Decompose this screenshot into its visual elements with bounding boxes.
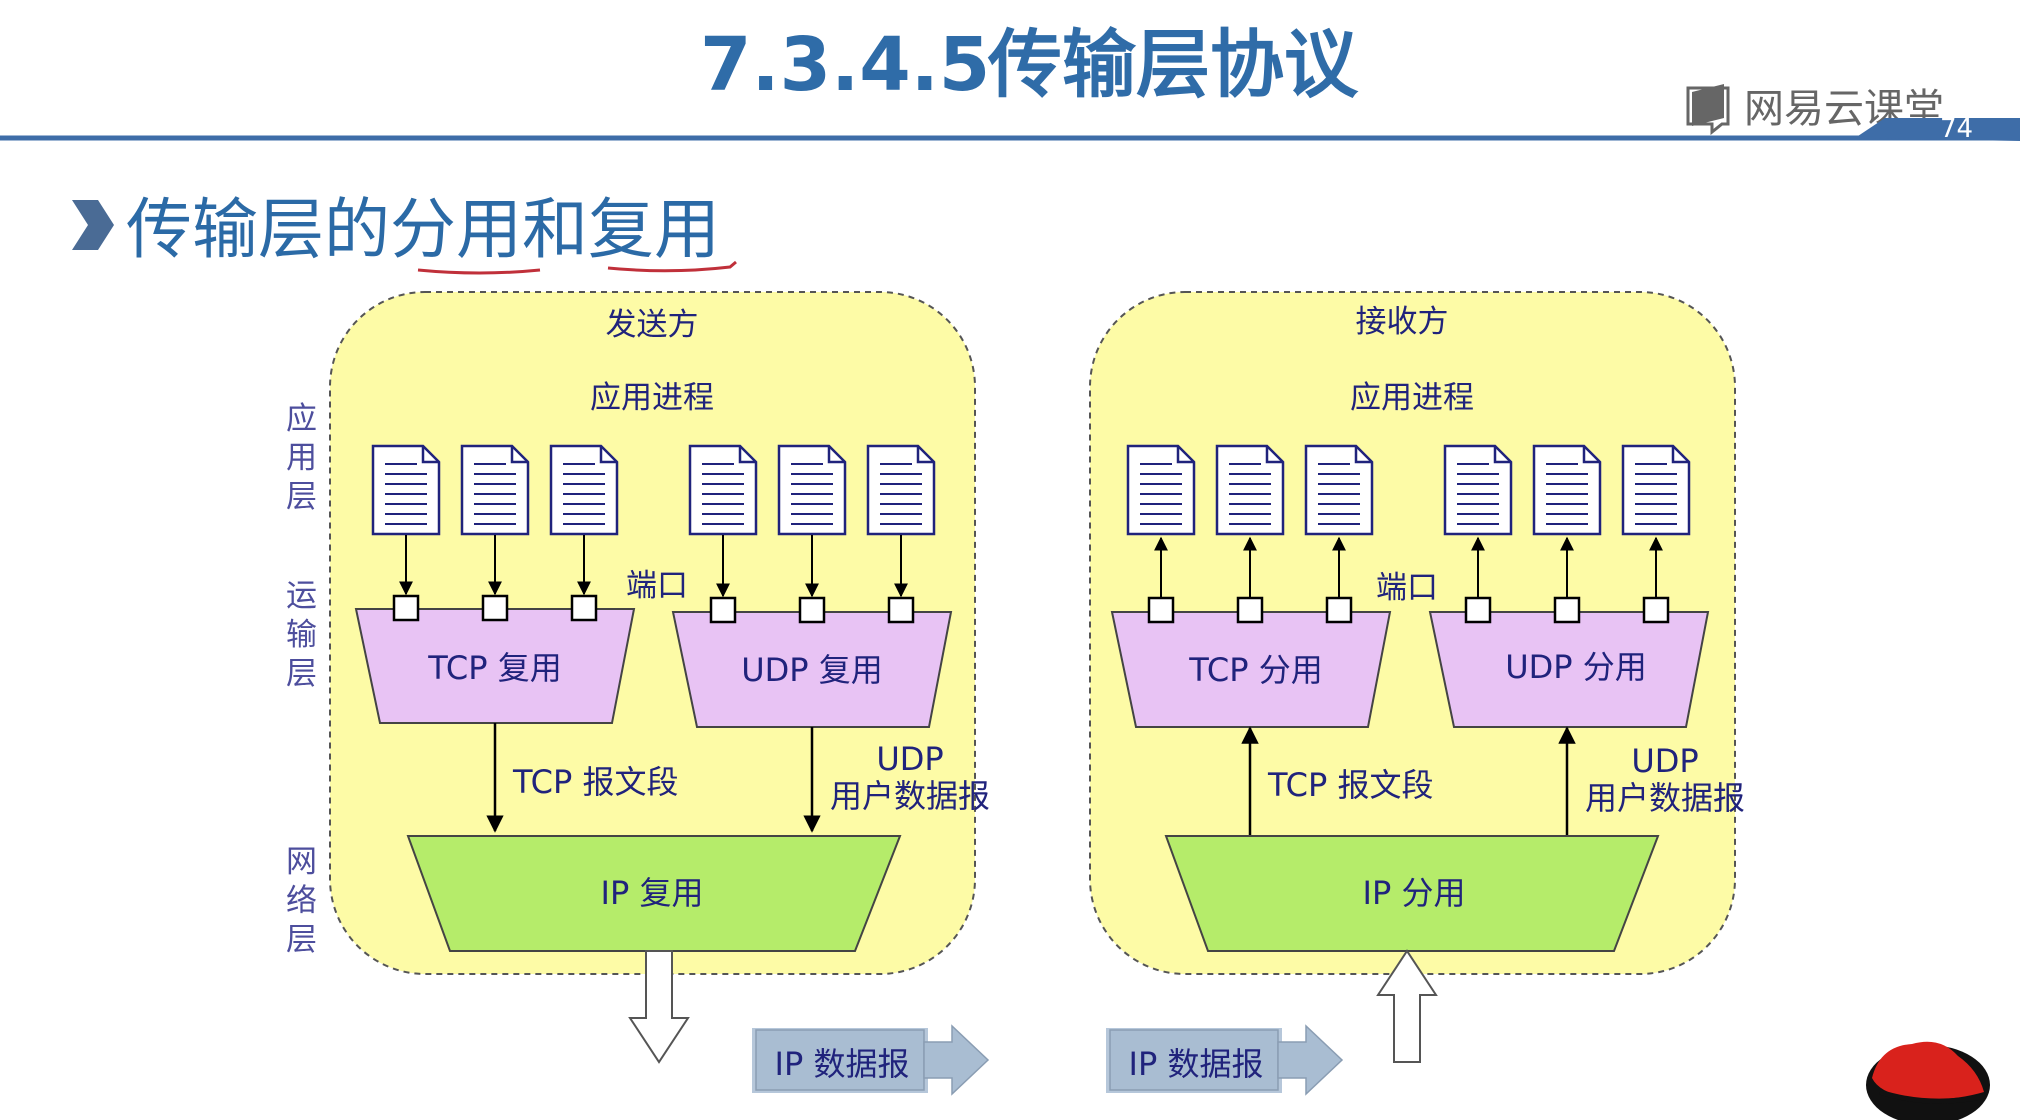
receiver-ip-demux-box: [1164, 835, 1660, 952]
svg-text:应用层: 应用层: [280, 402, 317, 519]
receiver-incoming-arrow-icon: [1376, 949, 1438, 1063]
datagram-block: [755, 1029, 925, 1091]
receiver-process-doc-icon: [1443, 444, 1513, 536]
sender-udp-mux-label: UDP 复用: [741, 651, 883, 689]
sender-tcp-segment-label: TCP 报文段: [512, 763, 679, 801]
receiver-title: 接收方: [1356, 304, 1449, 340]
receiver-udp-demux-box: [1428, 611, 1710, 728]
port-square: [798, 596, 826, 624]
sender-user-datagram-label: 用户数据报: [830, 777, 990, 815]
red-hat-logo: [1866, 1041, 1990, 1120]
port-square: [481, 594, 509, 622]
sender-process-doc-icon: [460, 444, 530, 536]
port-square: [887, 596, 915, 624]
port-square: [1236, 596, 1264, 624]
sender-process-doc-icon: [777, 444, 847, 536]
sender-app-process-label: 应用进程: [590, 380, 714, 416]
svg-text:运输层: 运输层: [280, 579, 317, 696]
receiver-process-arrows: [1154, 536, 1663, 598]
port-square: [392, 594, 420, 622]
subtitle: 传输层的分用和复用: [126, 191, 720, 268]
receiver-process-doc-icon: [1532, 444, 1602, 536]
sender-ports: [392, 594, 915, 624]
datagram-direction-arrow-icon: [923, 1024, 990, 1096]
sender-process-doc-icon: [866, 444, 936, 536]
underline-annotation: [417, 268, 541, 275]
receiver-udp-label: UDP: [1631, 742, 1698, 780]
receiver-ip-demux-label: IP 分用: [1363, 874, 1466, 912]
receiver-udp-demux-label: UDP 分用: [1505, 648, 1647, 686]
underline-annotation: [607, 260, 737, 273]
port-square: [1553, 596, 1581, 624]
sender-udp-mux-box: [671, 611, 953, 728]
page-number-tab: [1855, 118, 2020, 141]
port-square: [1464, 596, 1492, 624]
receiver-user-datagram-label: 用户数据报: [1585, 779, 1745, 817]
sender-process-arrows: [399, 535, 908, 598]
sender-process-doc-icon: [549, 444, 619, 536]
port-square: [570, 594, 598, 622]
sender-port-label: 端口: [626, 568, 688, 604]
receiver-port-label: 端口: [1376, 570, 1438, 606]
bullet-chevron-icon: [72, 200, 114, 250]
sender-title: 发送方: [606, 307, 699, 343]
page-title: 传输层协议: [987, 22, 1359, 108]
layer-label-transport: 运输层: [280, 579, 317, 696]
receiver-panel: 接收方 应用进程 端口 TCP 分用 UDP 分用: [1089, 291, 1745, 975]
receiver-ip-datagram: IP 数据报: [1106, 1024, 1344, 1096]
layer-label-network: 网络层: [280, 845, 317, 962]
brand-logo: 网易云课堂: [1686, 84, 1944, 136]
port-square: [709, 596, 737, 624]
receiver-process-doc-icon: [1621, 444, 1691, 536]
sender-ip-datagram: IP 数据报: [752, 1024, 990, 1096]
sender-ip-mux-label: IP 复用: [601, 874, 704, 912]
sender-panel: 发送方 应用进程 端口 TCP 复用 UDP 复用: [329, 291, 990, 975]
sender-outgoing-arrow-icon: [628, 950, 690, 1064]
page-number: 74: [1940, 114, 1973, 144]
receiver-process-doc-icon: [1304, 444, 1374, 536]
datagram-block: [1109, 1029, 1279, 1091]
sender-tcp-mux-label: TCP 复用: [427, 649, 562, 687]
receiver-tcp-segment-label: TCP 报文段: [1267, 766, 1434, 804]
port-square: [1147, 596, 1175, 624]
receiver-datagram-label: IP 数据报: [1129, 1045, 1264, 1083]
port-square: [1325, 596, 1353, 624]
sender-process-doc-icon: [688, 444, 758, 536]
sender-process-doc-icon: [371, 444, 441, 536]
port-square: [1642, 596, 1670, 624]
datagram-direction-arrow-icon: [1277, 1024, 1344, 1096]
section-number: 7.3.4.5: [700, 22, 990, 108]
sender-tcp-mux-box: [354, 608, 636, 724]
receiver-tcp-demux-label: TCP 分用: [1188, 651, 1323, 689]
receiver-process-doc-icon: [1215, 444, 1285, 536]
layer-label-application: 应用层: [280, 402, 317, 519]
svg-text:网络层: 网络层: [280, 845, 317, 962]
receiver-app-process-label: 应用进程: [1350, 380, 1474, 416]
receiver-process-doc-icon: [1126, 444, 1196, 536]
sender-ip-mux-box: [406, 835, 902, 952]
receiver-tcp-demux-box: [1110, 611, 1392, 728]
sender-udp-label: UDP: [876, 740, 943, 778]
sender-datagram-label: IP 数据报: [775, 1045, 910, 1083]
receiver-ports: [1147, 596, 1670, 624]
